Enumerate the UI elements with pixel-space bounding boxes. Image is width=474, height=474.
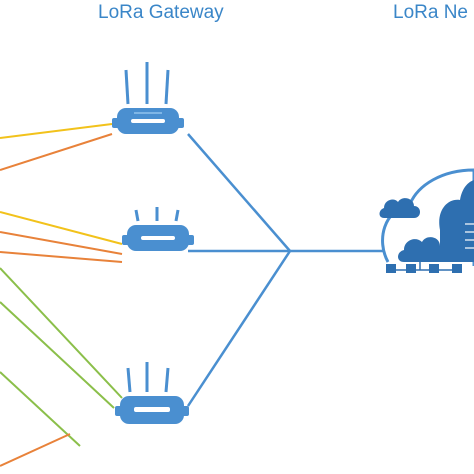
link-green-2 (0, 301, 115, 409)
device-links (0, 123, 123, 467)
network-server (379, 168, 474, 273)
cloud-icon (439, 180, 474, 262)
cloud-icon (398, 237, 446, 262)
link-yellow-1 (0, 123, 113, 139)
backhaul-top (187, 133, 291, 252)
lora-network-server-label: LoRa Ne (393, 2, 468, 23)
gateway-icon (122, 207, 194, 251)
link-orange-4 (0, 433, 71, 467)
network-icon (386, 262, 462, 273)
link-orange-2 (0, 231, 123, 255)
link-orange-3 (0, 251, 123, 263)
link-orange-1 (0, 133, 113, 171)
cloud-icon (379, 198, 420, 218)
link-green-1 (0, 267, 123, 399)
lora-gateway-label: LoRa Gateway (98, 2, 224, 23)
backhaul-lines (186, 133, 385, 407)
backhaul-bottom (186, 250, 292, 407)
gateway-icon (115, 362, 189, 424)
link-green-3 (0, 371, 81, 447)
gateway-icon (112, 62, 184, 134)
link-yellow-2 (0, 211, 123, 245)
server-rack (465, 223, 474, 249)
